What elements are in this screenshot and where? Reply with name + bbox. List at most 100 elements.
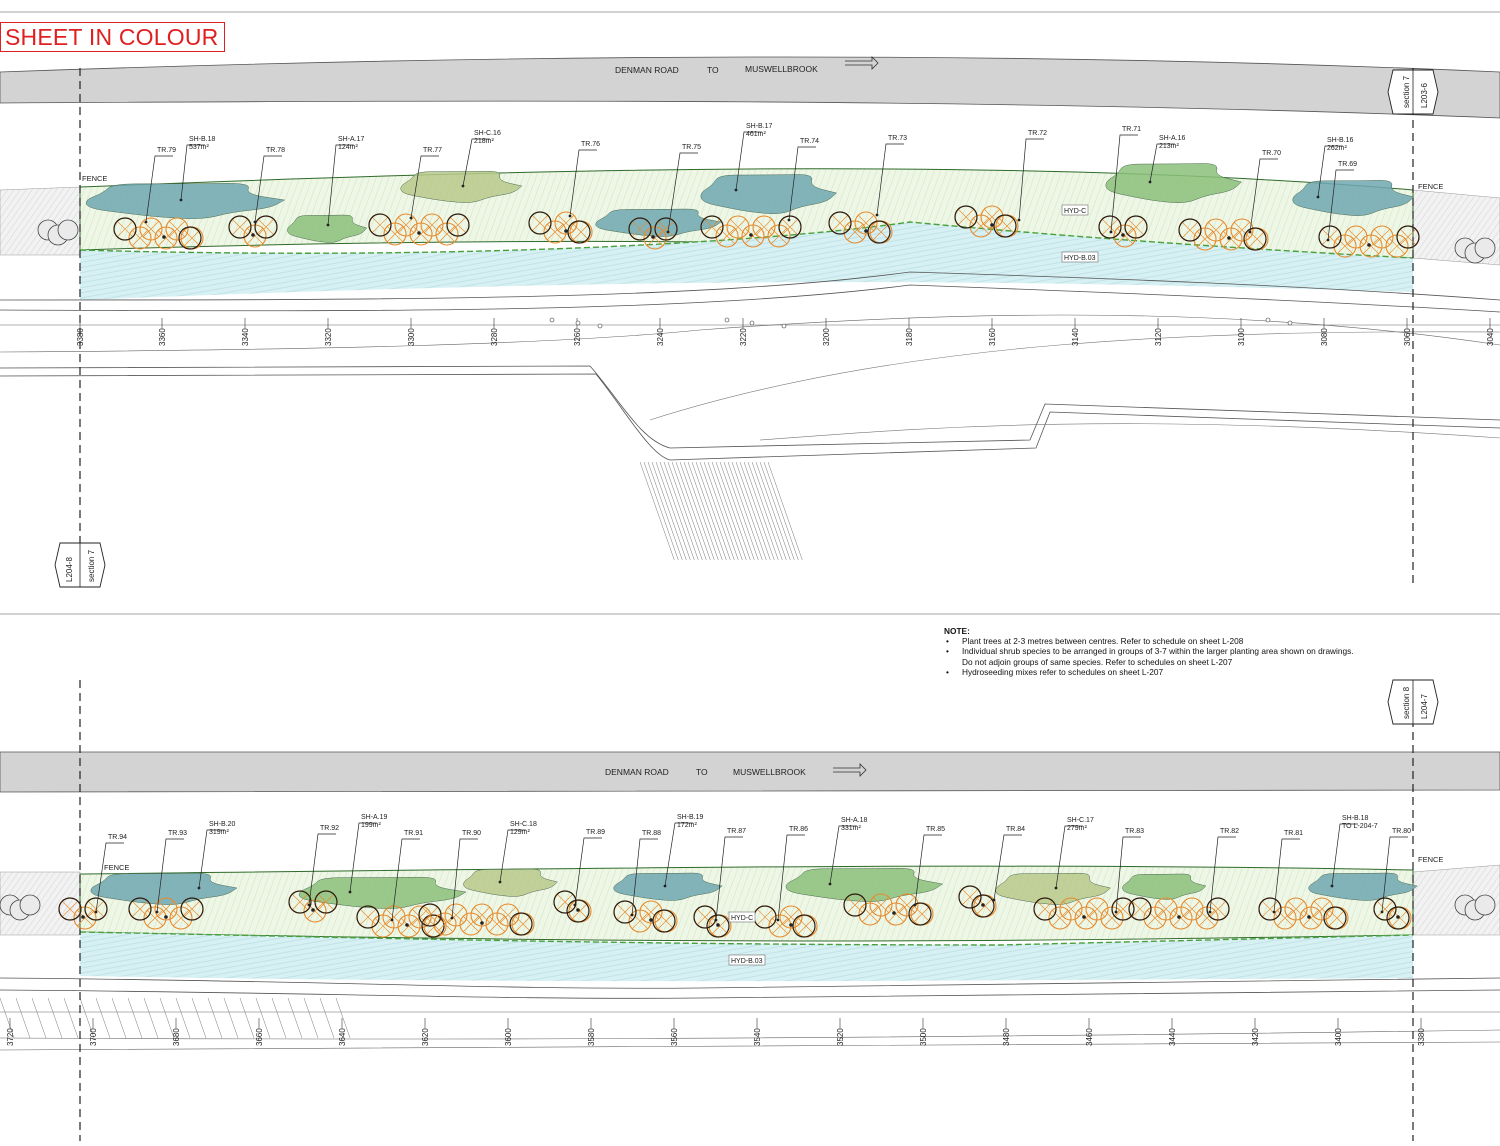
top-chainage: 3360 (158, 318, 167, 346)
tree-group-tr74 (700, 215, 802, 248)
svg-text:SH-B.16: SH-B.16 (1327, 137, 1354, 144)
tree-canopy (639, 900, 663, 924)
svg-text:218m²: 218m² (474, 138, 495, 145)
tree-group-tr69 (1318, 225, 1420, 258)
svg-text:TR.80: TR.80 (1392, 828, 1411, 835)
svg-text:3480: 3480 (1002, 1028, 1011, 1046)
svg-text:SH-A.17: SH-A.17 (338, 136, 365, 143)
svg-text:3400: 3400 (1334, 1028, 1343, 1046)
svg-text:537m²: 537m² (189, 144, 210, 151)
tree-group-tr75 (628, 217, 678, 250)
top-chainage: 3340 (241, 318, 250, 346)
fence-label-bottom-left: FENCE (104, 863, 129, 872)
hyd-b-label-bottom: HYD-B.03 (731, 958, 763, 965)
svg-text:TR.69: TR.69 (1338, 161, 1357, 168)
bottom-chainage: 3580 (587, 1018, 596, 1046)
shrub-area-sh-b17-w (595, 208, 722, 237)
top-chainage: 3200 (822, 318, 831, 346)
tree-canopy (154, 897, 178, 921)
svg-text:SH-A.18: SH-A.18 (841, 817, 868, 824)
svg-text:3060: 3060 (1403, 328, 1412, 346)
direction-arrow-icon (833, 763, 867, 777)
svg-text:TR.85: TR.85 (926, 826, 945, 833)
svg-text:TR.74: TR.74 (800, 138, 819, 145)
section-label: section 8 (1402, 686, 1411, 719)
tree-canopy (1180, 897, 1204, 921)
existing-tree (1474, 237, 1496, 259)
svg-text:TR.89: TR.89 (586, 829, 605, 836)
fence-label-top-right: FENCE (1418, 182, 1443, 191)
svg-text:3600: 3600 (504, 1028, 513, 1046)
tree-group-tr78 (228, 215, 278, 248)
section-marker-top-left: L204-8 section 7 (54, 542, 106, 588)
svg-text:3120: 3120 (1154, 328, 1163, 346)
svg-text:3420: 3420 (1251, 1028, 1260, 1046)
hyd-c-label-top: HYD-C (1064, 208, 1086, 215)
tree-canopy (408, 905, 432, 929)
svg-text:SH-B.20: SH-B.20 (209, 821, 236, 828)
tree-group-tr94 (58, 897, 108, 930)
bottom-chainage: 3420 (1251, 1018, 1260, 1046)
tree-canopy (1344, 225, 1368, 249)
tree-canopy (1085, 897, 1109, 921)
top-chainage: 3280 (490, 318, 499, 346)
tree-canopy (139, 217, 163, 241)
bottom-chainage: 3600 (504, 1018, 513, 1046)
tree-label-tr.73: TR.73 (875, 135, 907, 217)
bottom-chainage: 3560 (670, 1018, 679, 1046)
svg-text:TR.76: TR.76 (581, 141, 600, 148)
tree-label-tr.89: TR.89 (573, 829, 605, 907)
tree-label-tr.80: TR.80 (1380, 828, 1411, 914)
section-label: section 7 (1402, 75, 1411, 108)
tree-canopy (1204, 218, 1228, 242)
road-dest-top: MUSWELLBROOK (745, 64, 818, 74)
section-sheet: L203-6 (1420, 83, 1429, 108)
tree-label-tr.87: TR.87 (714, 828, 746, 922)
shrub-area-sh-a17 (287, 214, 368, 243)
tree-group-tr72 (954, 205, 1019, 238)
tree-label-tr.70: TR.70 (1248, 150, 1281, 234)
svg-text:461m²: 461m² (746, 131, 767, 138)
road-band-top (0, 56, 1500, 119)
svg-text:TR.73: TR.73 (888, 135, 907, 142)
bottom-chainage: 3380 (1417, 1018, 1426, 1046)
fence-label-bottom-right: FENCE (1418, 855, 1443, 864)
svg-text:TR.79: TR.79 (157, 147, 176, 154)
tree-label-tr.94: TR.94 (94, 834, 127, 914)
svg-text:3520: 3520 (836, 1028, 845, 1046)
svg-text:SH-B.18: SH-B.18 (189, 136, 216, 143)
tree-group-tr84 (958, 885, 997, 918)
hyd-b-label-top: HYD-B.03 (1064, 255, 1096, 262)
tree-group-tr76 (528, 211, 593, 244)
svg-text:SH-B.18: SH-B.18 (1342, 815, 1369, 822)
svg-text:3240: 3240 (656, 328, 665, 346)
svg-text:213m²: 213m² (1159, 143, 1180, 150)
svg-text:SH-A.19: SH-A.19 (361, 814, 388, 821)
svg-text:SH-A.16: SH-A.16 (1159, 135, 1186, 142)
tree-group-tr85 (843, 893, 934, 926)
top-chainage: 3140 (1071, 318, 1080, 346)
existing-tree (1474, 894, 1496, 916)
top-chainage: 3380 (76, 318, 85, 346)
note-heading: NOTE: (944, 626, 970, 636)
svg-text:TR.82: TR.82 (1220, 828, 1239, 835)
svg-text:3700: 3700 (89, 1028, 98, 1046)
svg-text:SH-C.17: SH-C.17 (1067, 817, 1094, 824)
road-dest-bottom: MUSWELLBROOK (733, 767, 806, 777)
tree-group-tr82 (1128, 897, 1230, 930)
tree-canopy (1370, 225, 1394, 249)
shrub-area-sh-a16 (1105, 163, 1243, 203)
tree-group-tr70 (1178, 218, 1269, 251)
svg-text:3260: 3260 (573, 328, 582, 346)
tree-label-tr.91: TR.91 (390, 830, 423, 922)
top-chainage: 3080 (1320, 318, 1329, 346)
tree-canopy (980, 205, 1004, 229)
svg-text:3620: 3620 (421, 1028, 430, 1046)
tree-group-tr89 (553, 890, 592, 923)
top-chainage: 3300 (407, 318, 416, 346)
svg-text:TR.94: TR.94 (108, 834, 127, 841)
